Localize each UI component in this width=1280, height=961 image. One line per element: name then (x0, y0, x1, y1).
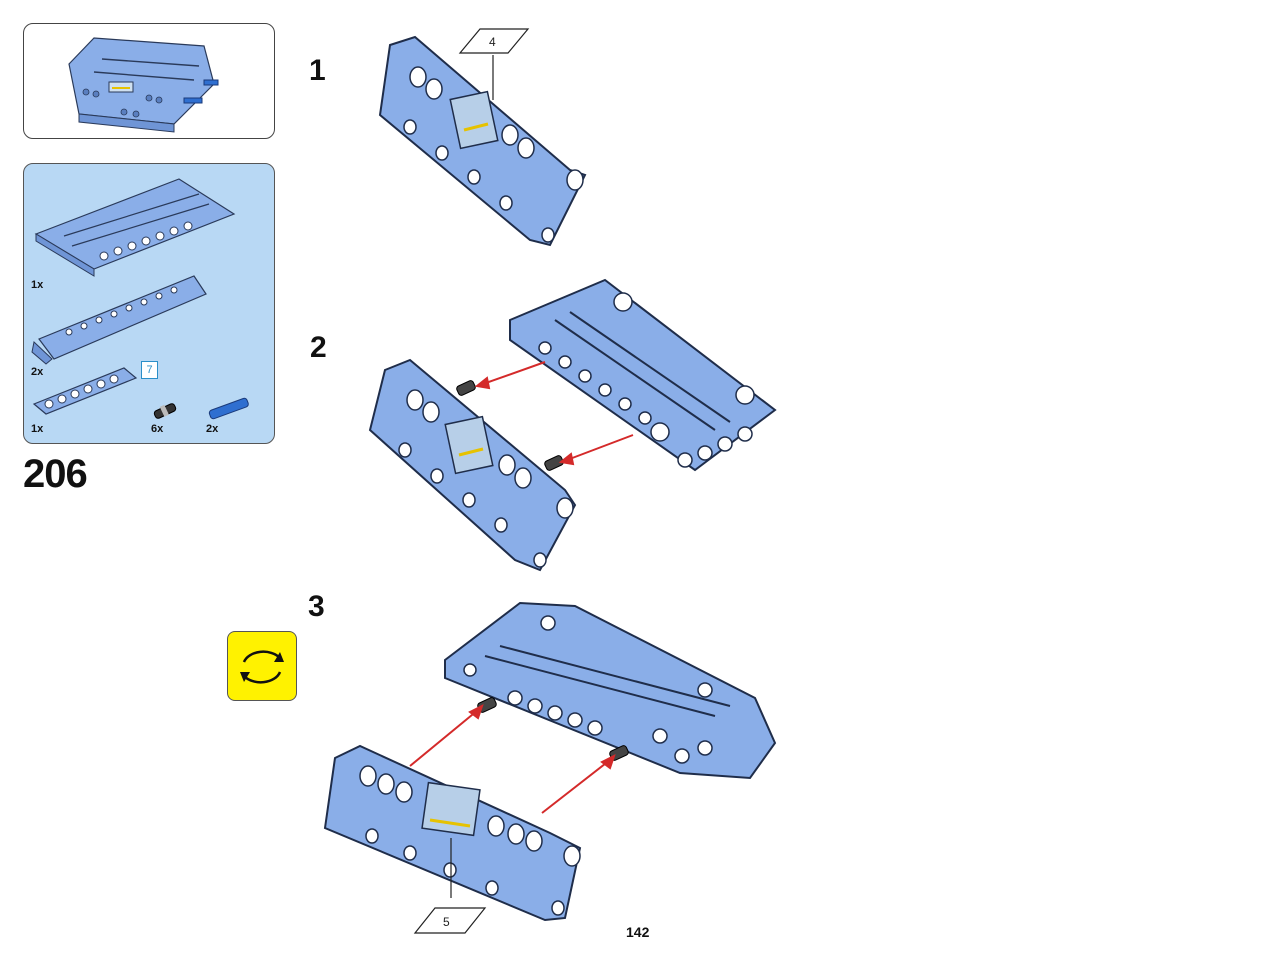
parts-list-box: 1x 2x 1x 6x 2x (23, 163, 275, 444)
rotate-model-icon (227, 631, 297, 701)
substep-1-illustration: 4 (378, 28, 587, 247)
panel-7x11-icon (34, 178, 236, 277)
substep-label-3: 3 (308, 590, 325, 623)
black-pin-icon (153, 403, 177, 419)
qty-blue-pin: 2x (206, 423, 219, 435)
substep-3-illustration: 5 (323, 601, 777, 934)
qty-black-pin: 6x (151, 423, 164, 435)
page-number: 142 (626, 924, 650, 940)
callout-4: 4 (489, 35, 496, 49)
curved-panel-icon (31, 275, 207, 365)
qty-curved-panel: 2x (31, 366, 44, 378)
callout-5: 5 (443, 915, 450, 929)
substep-2-illustration (368, 278, 777, 572)
qty-beam: 1x (31, 423, 44, 435)
substep-label-2: 2 (310, 331, 327, 364)
submodel-preview-icon (68, 37, 219, 133)
beam-7-icon (32, 367, 138, 415)
blue-axle-pin-icon (208, 397, 249, 420)
qty-panel: 1x (31, 279, 44, 291)
step-number: 206 (23, 452, 88, 496)
submodel-preview-box (23, 23, 275, 139)
parts-illustrations (31, 178, 249, 420)
substep-label-1: 1 (309, 54, 326, 87)
beam-length-label: 7 (141, 361, 158, 379)
